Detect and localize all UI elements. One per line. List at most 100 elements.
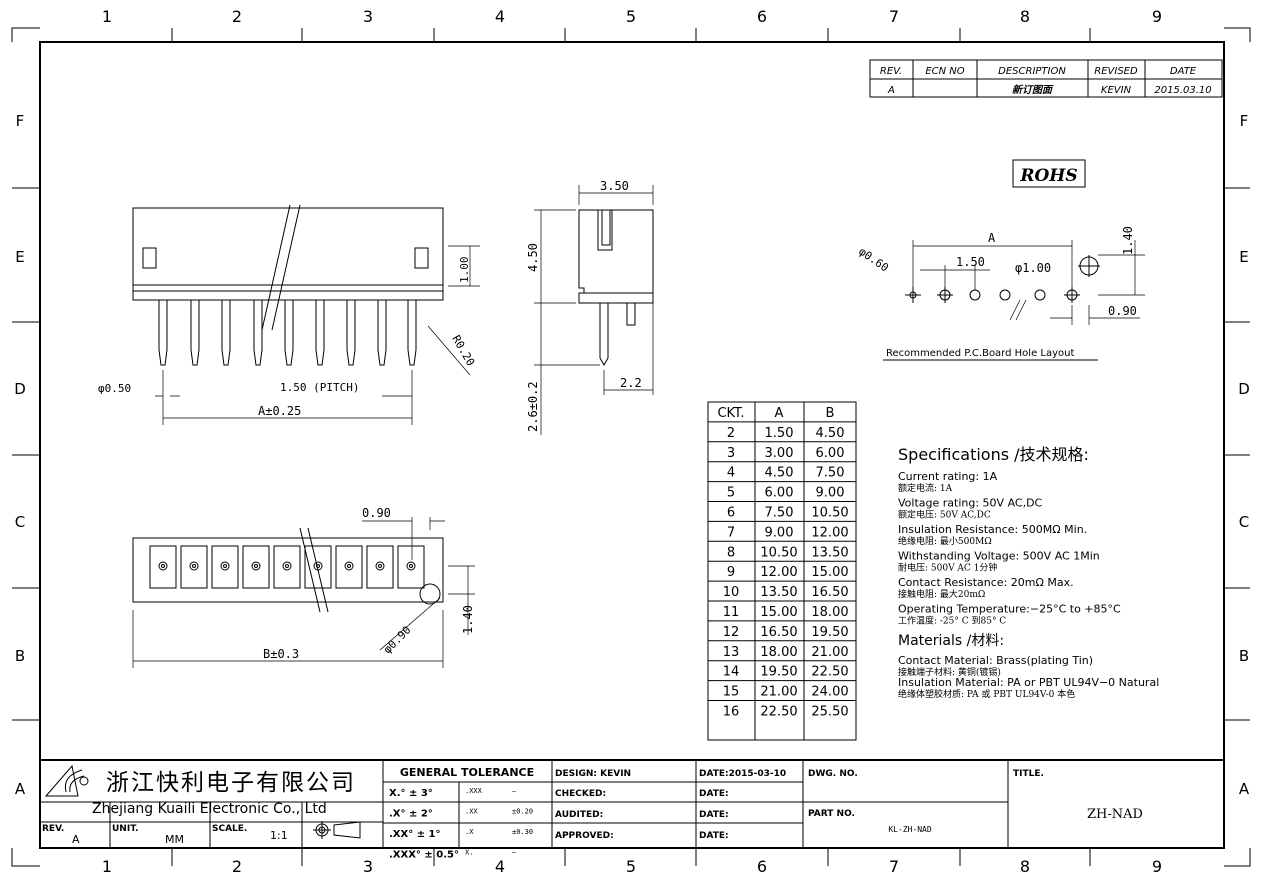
unit-label: UNIT. <box>112 824 138 834</box>
material-line-cn: 绝缘体塑胶材质: PA 或 PBT UL94V-0 本色 <box>898 688 1075 700</box>
ckt-cell: 10 <box>723 585 740 600</box>
ckt-cell: 19.50 <box>760 665 797 680</box>
ckt-cell: 22.50 <box>811 665 848 680</box>
grid-row-label: D <box>14 380 26 398</box>
rev-value: A <box>72 833 80 846</box>
pin <box>346 300 356 366</box>
ckt-cell: 15.00 <box>811 565 848 580</box>
pin-dia-dim: φ0.50 <box>98 382 131 395</box>
specs-title: Specifications /技术规格: <box>898 445 1089 464</box>
grid-column-label: 1 <box>102 7 112 26</box>
ckt-cell: 12.00 <box>811 525 848 540</box>
material-line-en: Insulation Material: PA or PBT UL94V−0 N… <box>898 676 1159 689</box>
grid-row-label: B <box>15 647 25 665</box>
revision-table: REV. ECN NO DESCRIPTION REVISED DATE A 新… <box>869 59 1223 98</box>
rev-header: REV. <box>880 66 902 77</box>
material-line-en: Contact Material: Brass(plating Tin) <box>898 654 1093 667</box>
spec-line-cn: 耐电压: 500V AC 1分钟 <box>898 562 997 574</box>
pin-hole <box>375 561 385 571</box>
tolerance-digits: .XX <box>465 808 478 816</box>
ckt-cell: 16.50 <box>811 585 848 600</box>
pin-cavity <box>242 545 270 589</box>
tolerance-digits: .X <box>465 828 474 836</box>
tolerance-title: GENERAL TOLERANCE <box>400 766 534 779</box>
grid-row-label: D <box>1238 380 1250 398</box>
grid-row-label: B <box>1239 647 1249 665</box>
big-hole-dim: φ1.00 <box>1015 261 1051 275</box>
pin-cavity <box>211 545 239 589</box>
pin-hole <box>344 561 354 571</box>
front-view: 1.00 φ0.50 1.50 (PITCH) A±0.25 R0.20 <box>98 204 480 425</box>
dwg-no-label: DWG. NO. <box>808 769 858 779</box>
grid-row-label: C <box>15 513 25 531</box>
a-dim: A <box>988 231 996 245</box>
grid-column-label: 3 <box>363 7 373 26</box>
pin-length-dim: 2.6±0.2 <box>526 381 540 432</box>
unit-value: MM <box>165 833 184 846</box>
length-dim: B±0.3 <box>263 647 299 661</box>
pin <box>315 300 325 366</box>
spec-line-en: Operating Temperature:−25°C to +85°C <box>898 603 1121 616</box>
spec-line-en: Withstanding Voltage: 500V AC 1Min <box>898 550 1100 563</box>
tolerance-angle: .XX° ± 1° <box>389 829 441 840</box>
part-no-label: PART NO. <box>808 809 855 819</box>
tolerance-angle: .XXX° ± 0.5° <box>389 850 459 861</box>
grid-column-label: 2 <box>232 857 242 876</box>
description-value: 新订图面 <box>1012 84 1054 96</box>
pin <box>407 300 417 366</box>
ckt-cell: 10.50 <box>760 545 797 560</box>
spec-line-en: Voltage rating: 50V AC,DC <box>898 497 1043 510</box>
ckt-cell: 16.50 <box>760 625 797 640</box>
pin <box>377 300 387 366</box>
grid-column-label: 8 <box>1020 7 1030 26</box>
grid-column-label: 4 <box>495 7 505 26</box>
ckt-header: B <box>826 406 835 421</box>
ckt-cell: 9.00 <box>765 525 794 540</box>
pitch-dim: 1.50 (PITCH) <box>280 381 359 394</box>
date-field-2: DATE: <box>699 789 729 799</box>
pin-cavity <box>180 545 208 589</box>
date-field-3: DATE: <box>699 810 729 820</box>
grid-column-label: 6 <box>757 857 767 876</box>
ckt-cell: 16 <box>723 705 740 720</box>
pin-hole <box>158 561 168 571</box>
ckt-cell: 6.00 <box>816 446 845 461</box>
ckt-cell: 1.50 <box>765 426 794 441</box>
pin <box>221 300 231 366</box>
grid-column-label: 2 <box>232 7 242 26</box>
checked-field: CHECKED: <box>555 789 606 799</box>
date-value: 2015.03.10 <box>1154 85 1211 96</box>
pin <box>158 300 168 366</box>
pin <box>253 300 263 366</box>
rev-value: A <box>887 85 895 96</box>
ckt-cell: 7.50 <box>816 466 845 481</box>
pitch-offset-dim: 0.90 <box>362 506 391 520</box>
grid-column-label: 6 <box>757 7 767 26</box>
tolerance-digits: .XXX <box>465 787 483 795</box>
revised-value: KEVIN <box>1101 85 1132 96</box>
grid-row-label: A <box>1239 780 1250 798</box>
ckt-cell: 11 <box>723 605 740 620</box>
pin-cavity <box>397 545 425 589</box>
ckt-cell: 7.50 <box>765 506 794 521</box>
rev-label: REV. <box>42 824 64 834</box>
height-dim: 4.50 <box>526 243 540 272</box>
hole-dia-dim: φ0.90 <box>381 624 414 657</box>
ckt-cell: 24.00 <box>811 685 848 700</box>
title-block: 浙江快利电子有限公司 Zhejiang Kuaili Electronic Co… <box>40 759 1224 861</box>
rohs-label: ROHS <box>1019 166 1077 186</box>
tolerance-value: — <box>512 787 517 795</box>
spec-line-cn: 额定电压: 50V AC,DC <box>898 509 991 521</box>
ckt-cell: 4 <box>727 466 735 481</box>
ckt-cell: 4.50 <box>816 426 845 441</box>
pcb-hole <box>969 289 981 301</box>
ckt-cell: 5 <box>727 486 735 501</box>
projection-symbol-icon <box>313 821 361 839</box>
grid-row-label: F <box>1240 112 1249 130</box>
grid-row-label: E <box>1239 248 1248 266</box>
spec-line-cn: 额定电流: 1A <box>898 482 953 494</box>
company-name-cn: 浙江快利电子有限公司 <box>106 770 356 796</box>
grid-row-label: E <box>15 248 24 266</box>
spec-line-cn: 接触电阻: 最大20mΩ <box>898 588 985 600</box>
